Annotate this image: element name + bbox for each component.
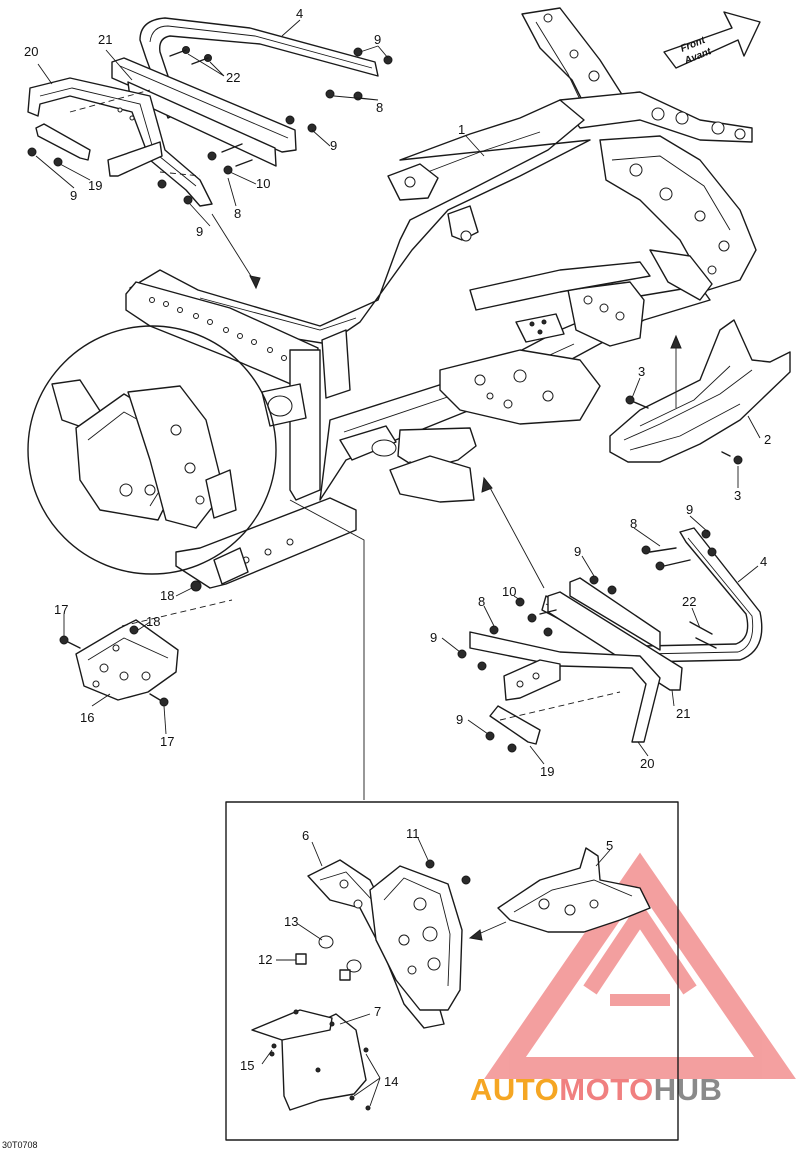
callout-left-nut-9a: 9 bbox=[374, 32, 381, 47]
watermark-triangle-icon bbox=[484, 852, 796, 1079]
callout-footrest-bracket: 6 bbox=[302, 828, 309, 843]
callout-right-bolt-8a: 8 bbox=[630, 516, 637, 531]
callout-right-tube: 4 bbox=[760, 554, 767, 569]
watermark-brand-part1: AUTO bbox=[470, 1072, 559, 1107]
front-direction-arrow: Front Avant bbox=[663, 11, 761, 69]
watermark-brand-part2: MOTO bbox=[559, 1072, 653, 1107]
callout-screw-15: 15 bbox=[240, 1058, 254, 1073]
crossmember-holes bbox=[149, 297, 301, 369]
callout-foot-bracket: 16 bbox=[80, 710, 94, 725]
zoom-detail-circle bbox=[27, 325, 365, 800]
callout-right-plate-19: 19 bbox=[540, 764, 554, 779]
callout-labels: 1 2 3 3 4 4 5 6 7 8 8 8 8 9 9 9 9 9 9 9 … bbox=[24, 6, 771, 1089]
callout-right-nut-9c: 9 bbox=[430, 630, 437, 645]
callout-left-nut-9d: 9 bbox=[196, 224, 203, 239]
callout-left-washer: 10 bbox=[256, 176, 270, 191]
callout-bolt-12: 12 bbox=[258, 952, 272, 967]
callout-cover-plate: 7 bbox=[374, 1004, 381, 1019]
foot-bracket bbox=[59, 580, 233, 707]
callout-right-bolt-8b: 8 bbox=[478, 594, 485, 609]
watermark-brand-part3: HUB bbox=[654, 1072, 723, 1107]
watermark-brand: AUTOMOTOHUB bbox=[470, 1072, 722, 1107]
watermark-logo: AUTOMOTOHUB bbox=[470, 852, 796, 1107]
callout-left-bolt-8a: 8 bbox=[376, 100, 383, 115]
callout-right-nut-9a: 9 bbox=[686, 502, 693, 517]
callout-bracket-plate: 5 bbox=[606, 838, 613, 853]
callout-right-bracket-20: 20 bbox=[640, 756, 654, 771]
callout-right-washer: 10 bbox=[502, 584, 516, 599]
callout-skid-bolt-upper: 3 bbox=[638, 364, 645, 379]
detail-box bbox=[225, 801, 679, 1141]
callout-right-bar-21: 21 bbox=[676, 706, 690, 721]
callout-left-tube: 4 bbox=[296, 6, 303, 21]
callout-right-pin-22: 22 bbox=[682, 594, 696, 609]
callout-washer-13: 13 bbox=[284, 914, 298, 929]
callout-nut-11: 11 bbox=[406, 826, 420, 841]
callout-left-bolt-8b: 8 bbox=[234, 206, 241, 221]
callout-bolt-17a: 17 bbox=[54, 602, 68, 617]
callout-nut-18b: 18 bbox=[160, 588, 174, 603]
frame bbox=[125, 7, 757, 589]
callout-left-bracket-20: 20 bbox=[24, 44, 38, 59]
callout-screw-14: 14 bbox=[384, 1074, 398, 1089]
callout-left-nut-9c: 9 bbox=[70, 188, 77, 203]
callout-bolt-17b: 17 bbox=[160, 734, 174, 749]
callout-left-pin-22: 22 bbox=[226, 70, 240, 85]
callout-skid-plate: 2 bbox=[764, 432, 771, 447]
callout-left-nut-9b: 9 bbox=[330, 138, 337, 153]
drawing-code: 30T0708 bbox=[2, 1140, 38, 1150]
callout-skid-bolt-lower: 3 bbox=[734, 488, 741, 503]
callout-left-bar-21: 21 bbox=[98, 32, 112, 47]
callout-frame: 1 bbox=[458, 122, 465, 137]
callout-right-nut-9d: 9 bbox=[456, 712, 463, 727]
right-bumper-assembly bbox=[457, 476, 763, 753]
callout-right-nut-9b: 9 bbox=[574, 544, 581, 559]
callout-nut-18a: 18 bbox=[146, 614, 160, 629]
callout-left-plate-19: 19 bbox=[88, 178, 102, 193]
left-bumper-assembly bbox=[27, 17, 393, 290]
skid-plate bbox=[609, 319, 791, 465]
leader-lines bbox=[35, 19, 761, 1107]
